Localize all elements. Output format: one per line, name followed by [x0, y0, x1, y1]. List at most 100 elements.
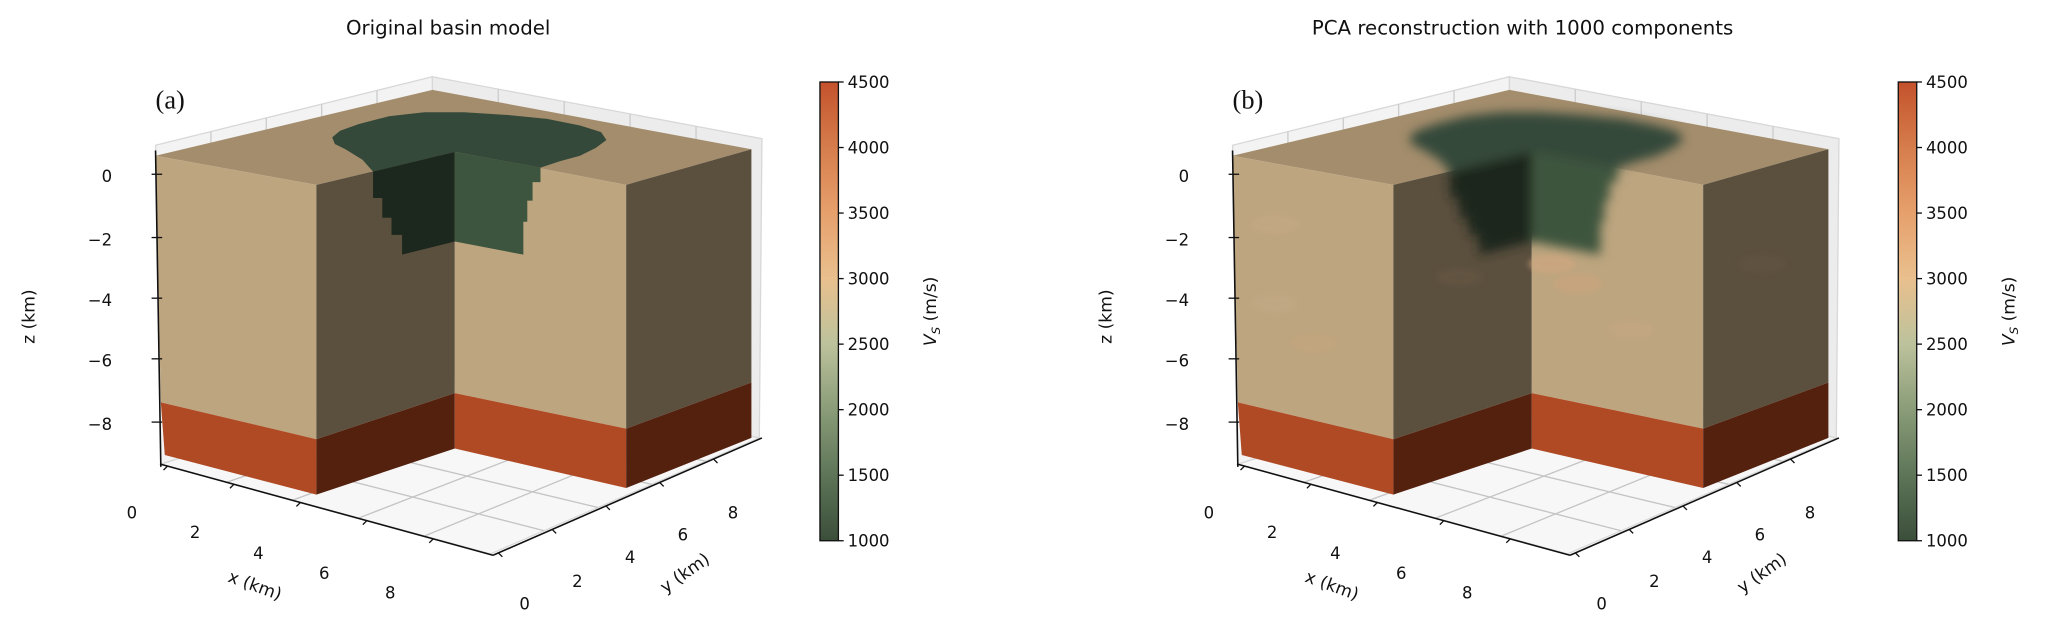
- x-tick-mark: [1505, 538, 1511, 544]
- y-axis-label: y (km): [657, 549, 714, 597]
- y-tick-label: 8: [728, 503, 738, 522]
- z-axis-line: [1231, 150, 1239, 467]
- x-tick-label: 2: [190, 523, 200, 542]
- panel-label: (b): [1233, 85, 1264, 114]
- z-axis-line: [154, 150, 162, 467]
- z-axis-label: z (km): [19, 289, 39, 343]
- x-tick-mark: [1372, 502, 1378, 507]
- colorbar-tick-label: 3000: [848, 270, 890, 289]
- cut-face-x-bedrock: [1393, 393, 1532, 495]
- colorbar-tick-label: 3500: [1926, 204, 1968, 223]
- y-tick-label: 2: [1649, 572, 1659, 591]
- x-tick-label: 4: [253, 544, 263, 563]
- colorbar-tick-label: 2000: [1926, 401, 1968, 420]
- reconstruction-noise: [1251, 294, 1299, 313]
- panel-b: PCA reconstruction with 1000 components (…: [1096, 17, 2021, 614]
- basin-cut-face-y: [1531, 151, 1618, 255]
- colorbar-tick-label: 4000: [1926, 138, 1968, 157]
- y-tick-mark: [605, 505, 611, 511]
- colorbar-tick-label: 3000: [1926, 270, 1968, 289]
- basin-cut-face-x: [1450, 151, 1532, 255]
- y-tick-mark: [551, 528, 557, 534]
- reconstruction-noise: [1290, 333, 1339, 353]
- y-tick-mark: [713, 458, 718, 464]
- basin: [332, 112, 607, 255]
- right-face-bedrock: [1703, 382, 1829, 489]
- y-axis-label: y (km): [1734, 549, 1791, 597]
- y-tick-label: 4: [1702, 548, 1712, 567]
- colorbar-label: VS (m/s): [1999, 277, 2021, 346]
- y-axis-line: [492, 437, 763, 556]
- y-tick-mark: [1790, 458, 1795, 464]
- panel-label: (a): [156, 85, 185, 114]
- x-tick-label: 8: [385, 584, 395, 603]
- x-tick-label: 0: [1204, 503, 1214, 522]
- basin-cut-face-x: [373, 151, 455, 255]
- colorbar-tick-label: 2500: [848, 335, 890, 354]
- y-tick-label: 4: [625, 548, 635, 567]
- colorbar-tick-label: 2500: [1926, 335, 1968, 354]
- x-axis-line: [1237, 463, 1571, 557]
- reconstruction-noise: [1606, 320, 1655, 340]
- z-tick-label: 0: [1179, 167, 1189, 186]
- z-tick-label: −6: [1165, 352, 1189, 371]
- z-tick-label: −2: [88, 230, 112, 249]
- z-tick-label: 0: [102, 167, 112, 186]
- colorbar-label-symbol: V: [921, 333, 941, 346]
- x-tick-label: 4: [1330, 544, 1340, 563]
- colorbar-tick-label: 1500: [1926, 466, 1968, 485]
- y-tick-label: 0: [519, 594, 529, 613]
- x-axis-label: x (km): [225, 567, 284, 605]
- x-tick-mark: [295, 502, 301, 507]
- x-tick-label: 6: [1396, 564, 1406, 583]
- y-tick-mark: [1574, 552, 1580, 558]
- y-tick-label: 2: [572, 572, 582, 591]
- left-face-bedrock: [160, 402, 317, 495]
- basin-cut-face-y: [454, 151, 541, 255]
- x-tick-label: 8: [1462, 584, 1472, 603]
- y-tick-mark: [1628, 528, 1634, 534]
- reconstruction-noise: [1738, 254, 1787, 274]
- y-tick-mark: [497, 552, 503, 558]
- x-tick-mark: [229, 483, 235, 489]
- panel-title: Original basin model: [346, 17, 550, 40]
- x-tick-mark: [428, 538, 434, 544]
- y-tick-label: 8: [1805, 503, 1815, 522]
- y-tick-mark: [659, 482, 665, 487]
- panel-a: Original basin model (a) 0 −2 −4 −6 −8 z (km) 0 2…: [19, 17, 943, 614]
- x-axis-line: [160, 463, 494, 557]
- reconstruction-noise: [1527, 254, 1576, 274]
- cut-face-x-bedrock: [316, 393, 455, 495]
- x-tick-label: 0: [127, 503, 137, 522]
- z-tick-label: −4: [1165, 291, 1189, 310]
- left-face-sediment: [155, 155, 317, 440]
- colorbar-label: VS (m/s): [921, 277, 943, 346]
- y-tick-label: 6: [678, 526, 688, 545]
- x-axis-label: x (km): [1302, 567, 1361, 605]
- colorbar-tick-label: 1000: [848, 532, 890, 551]
- right-face-sediment: [626, 149, 752, 429]
- y-tick-label: 0: [1596, 594, 1606, 613]
- colorbar-tick-label: 2000: [848, 401, 890, 420]
- colorbar-label-subscript: S: [2007, 326, 2021, 334]
- panel-title: PCA reconstruction with 1000 components: [1312, 17, 1734, 40]
- cut-face-y-bedrock: [1531, 393, 1704, 489]
- z-tick-label: −2: [1165, 230, 1189, 249]
- y-tick-label: 6: [1755, 526, 1765, 545]
- colorbar-label-unit: (m/s): [1999, 277, 2019, 327]
- z-tick-label: −8: [88, 415, 112, 434]
- reconstruction-noise: [1435, 267, 1484, 287]
- y-axis-line: [1569, 437, 1840, 556]
- basin-top: [1409, 112, 1684, 172]
- colorbar: [1897, 81, 1918, 542]
- colorbar-tick-label: 1000: [1926, 532, 1968, 551]
- colorbar-tick-label: 3500: [848, 204, 890, 223]
- z-tick-label: −4: [88, 291, 112, 310]
- z-tick-label: −8: [1165, 415, 1189, 434]
- left-face-bedrock: [1237, 402, 1394, 495]
- x-tick-label: 2: [1267, 523, 1277, 542]
- z-axis-label: z (km): [1096, 289, 1116, 343]
- colorbar-tick-label: 4500: [848, 73, 890, 92]
- z-tick-label: −6: [88, 352, 112, 371]
